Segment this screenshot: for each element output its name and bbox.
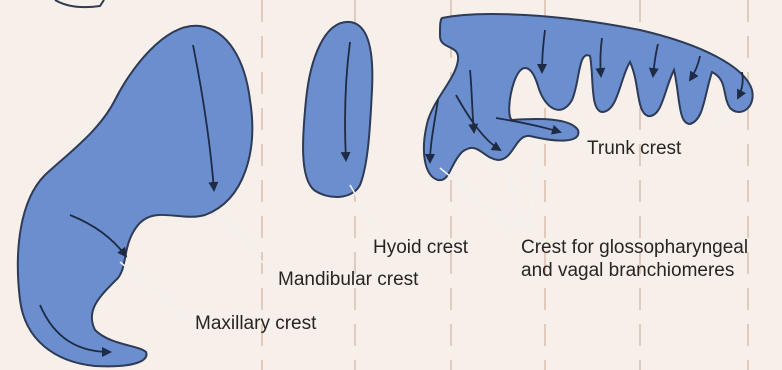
hyoid-crest-shape — [303, 22, 372, 197]
mandibular-crest-label: Mandibular crest — [278, 268, 418, 292]
trunk-crest-label: Trunk crest — [587, 137, 681, 161]
glossopharyngeal-crest-label-line1: Crest for glossopharyngeal — [521, 236, 748, 259]
corner-circle-outline — [55, 0, 104, 7]
hyoid-crest-label: Hyoid crest — [373, 236, 468, 260]
glossopharyngeal-crest-label-line2: and vagal branchiomeres — [521, 259, 734, 282]
maxillary-crest-label: Maxillary crest — [195, 312, 316, 336]
